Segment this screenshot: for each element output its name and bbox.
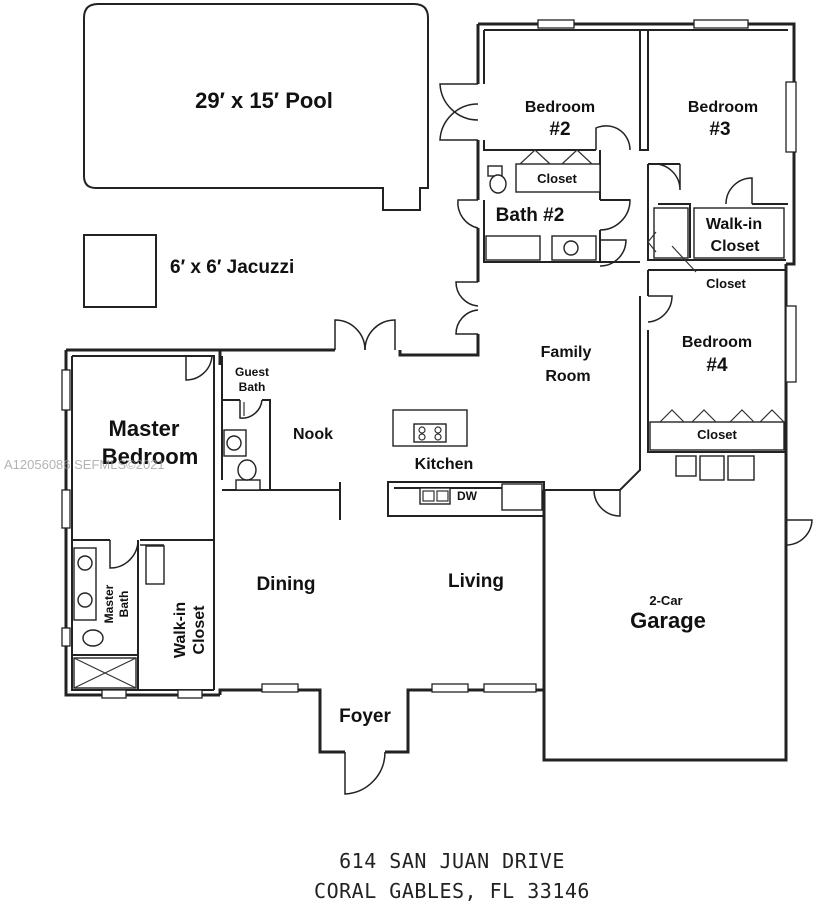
family-room-label-line2: Room [545, 368, 590, 385]
guest-bath-label-line2: Bath [239, 380, 266, 394]
bath2-label: Bath #2 [496, 205, 565, 226]
master-bedroom-label-line2: Bedroom [102, 444, 199, 469]
walkin-b3-label-line1: Walk-in [706, 216, 762, 233]
bedroom4-label-line2: #4 [706, 355, 728, 376]
address-line2: CORAL GABLES, FL 33146 [314, 879, 590, 903]
dining-label: Dining [256, 574, 315, 595]
doors [109, 83, 813, 795]
closet-hall-label: Closet [706, 276, 746, 291]
master-walkin-label-line2: Closet [191, 605, 208, 655]
bedroom3-label-line2: #3 [709, 119, 730, 140]
address-line1: 614 SAN JUAN DRIVE [339, 849, 565, 873]
dw-label: DW [457, 489, 478, 503]
foyer-label: Foyer [339, 706, 391, 727]
bedroom4-label-line1: Bedroom [682, 334, 752, 351]
nook-label: Nook [293, 426, 333, 443]
master-bath-label-line1: Master [102, 584, 116, 623]
jacuzzi-label: 6′ x 6′ Jacuzzi [170, 257, 294, 278]
bedroom3-label-line1: Bedroom [688, 99, 758, 116]
pool-label: 29′ x 15′ Pool [195, 88, 333, 113]
bedroom2-label-line2: #2 [549, 119, 570, 140]
walkin-b3-label-line2: Closet [711, 238, 761, 255]
garage-label-line2: Garage [630, 608, 706, 633]
master-bedroom-label-line1: Master [109, 416, 180, 441]
living-label: Living [448, 571, 504, 592]
pool: 29′ x 15′ Pool [83, 3, 429, 211]
guest-bath-label-line1: Guest [235, 365, 269, 379]
kitchen-label: Kitchen [415, 456, 474, 473]
windows [61, 19, 797, 699]
watermark: A12056086 SEFMLS©2021 [4, 457, 165, 472]
jacuzzi: 6′ x 6′ Jacuzzi [83, 234, 294, 308]
closet-b4-label: Closet [697, 427, 737, 442]
master-bath-label-line2: Bath [117, 591, 131, 618]
master-walkin-label-line1: Walk-in [172, 602, 189, 658]
address-block: 614 SAN JUAN DRIVE CORAL GABLES, FL 3314… [314, 849, 590, 903]
garage-label-line1: 2-Car [649, 593, 682, 608]
bedroom2-label-line1: Bedroom [525, 99, 595, 116]
closet-b2-label: Closet [537, 171, 577, 186]
family-room-label-line1: Family [541, 344, 592, 361]
room-labels: Bedroom #2 Bedroom #3 Closet Bath #2 Wal… [102, 99, 762, 727]
fixtures [73, 149, 785, 689]
